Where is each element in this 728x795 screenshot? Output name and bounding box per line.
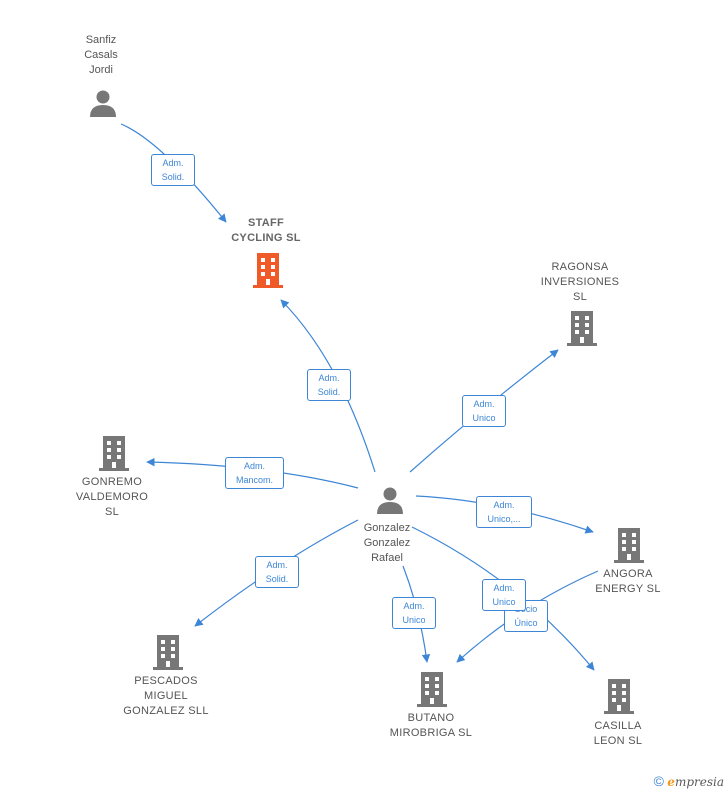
building-icon-ragonsa[interactable] — [565, 310, 599, 346]
edge-label-gonzalez-angora[interactable]: Adm. Unico,... — [476, 496, 532, 528]
brand-logo-text: mpresia — [674, 775, 724, 789]
edge-label-gonzalez-gonremo[interactable]: Adm. Mancom. — [225, 457, 284, 489]
edge-label-gonzalez-staff[interactable]: Adm. Solid. — [307, 369, 351, 401]
node-label-gonzalez[interactable]: Gonzalez Gonzalez Rafael — [363, 522, 411, 564]
building-icon-casilla[interactable] — [602, 678, 636, 714]
edge-label-angora-butano[interactable]: Socio Único — [504, 600, 548, 632]
edge-label-gonzalez-butano[interactable]: Adm. Unico — [392, 597, 436, 629]
building-icon-staff[interactable] — [251, 252, 285, 288]
brand-logo-initial: e — [667, 775, 675, 789]
person-icon[interactable] — [88, 88, 118, 118]
node-label-ragonsa[interactable]: RAGONSA INVERSIONES SL — [540, 261, 620, 303]
node-label-angora[interactable]: ANGORA ENERGY SL — [595, 568, 661, 595]
node-label-casilla[interactable]: CASILLA LEON SL — [593, 720, 643, 747]
edge-label-sanfiz-staff[interactable]: Adm. Solid. — [151, 154, 195, 186]
node-label-sanfiz[interactable]: Sanfiz Casals Jordi — [84, 34, 118, 76]
node-label-butano[interactable]: BUTANO MIROBRIGA SL — [389, 712, 473, 739]
building-icon-pescados[interactable] — [151, 634, 185, 670]
building-icon-gonremo[interactable] — [97, 435, 131, 471]
empresia-footer: © empresia — [654, 773, 724, 789]
edge-label-gonzalez-pescados[interactable]: Adm. Solid. — [255, 556, 299, 588]
node-label-pescados[interactable]: PESCADOS MIGUEL GONZALEZ SLL — [123, 675, 209, 717]
edge-label-gonzalez-casilla[interactable]: Adm. Unico — [482, 579, 526, 611]
building-icon-butano[interactable] — [415, 671, 449, 707]
node-label-staff-cycling[interactable]: STAFF CYCLING SL — [231, 217, 301, 244]
edge-label-gonzalez-ragonsa[interactable]: Adm. Unico — [462, 395, 506, 427]
node-label-gonremo[interactable]: GONREMO VALDEMORO SL — [75, 476, 149, 518]
building-icon-angora[interactable] — [612, 527, 646, 563]
copyright-symbol: © — [653, 773, 664, 789]
person-icon[interactable] — [375, 485, 405, 515]
